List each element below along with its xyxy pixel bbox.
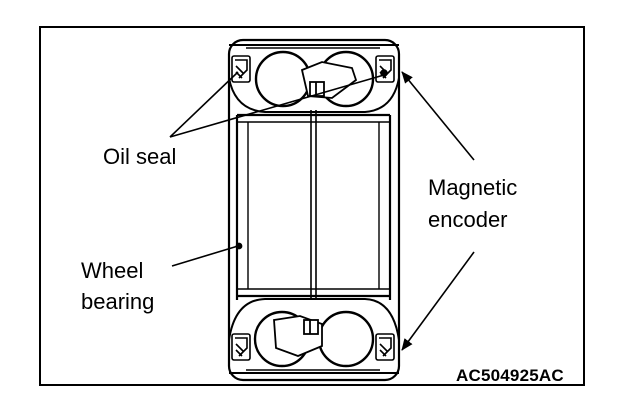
figure-code: AC504925AC [456, 366, 564, 385]
seal-bottom-right [375, 333, 395, 361]
seal-top-left [231, 55, 251, 83]
leader-oil-seal [169, 71, 385, 138]
seal-top-right [375, 55, 395, 83]
ball-bottom-right [317, 310, 375, 368]
cage-bottom [273, 315, 323, 357]
label-magnetic: Magnetic [428, 175, 518, 200]
bearing-bottom-section [228, 298, 400, 374]
bearing-top-section [228, 44, 400, 113]
cage-top [300, 61, 358, 99]
leader-magnetic-encoder [401, 71, 475, 351]
ball-top-left [254, 50, 312, 108]
seal-bottom-left [231, 333, 251, 361]
bearing-outer-ring [227, 38, 401, 382]
label-oil-seal: Oil seal [103, 144, 177, 169]
leader-wheel-bearing [171, 242, 243, 267]
label-bearing: bearing [81, 289, 155, 314]
label-wheel: Wheel [81, 258, 144, 283]
label-encoder: encoder [428, 207, 508, 232]
